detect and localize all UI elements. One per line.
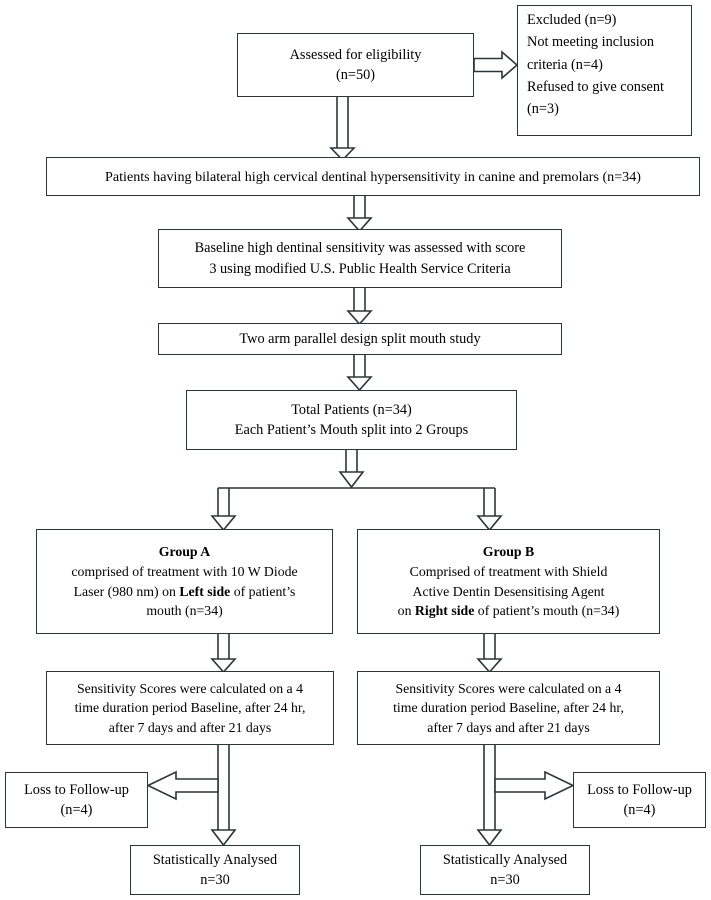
arrow-scores-b-to-analysed-b — [476, 745, 503, 847]
arrow-design-to-total — [346, 355, 373, 392]
group-a-heading: Group A — [158, 544, 211, 560]
analysed-b-line-1: Statistically Analysed — [442, 851, 568, 868]
group-b-line-1: Comprised of treatment with Shield — [409, 563, 608, 579]
arrow-split-to-group-b — [476, 488, 503, 532]
analysed-b-line-2: n=30 — [490, 872, 520, 888]
excluded-line-4: Refused to give consent — [527, 78, 664, 95]
group-a-left-side-emphasis: Left side — [179, 583, 231, 599]
analysed-a-line-2: n=30 — [200, 872, 230, 888]
arrow-to-loss-a — [146, 770, 219, 801]
arrow-group-a-to-scores-a — [210, 634, 237, 674]
node-baseline-assessment[interactable]: Baseline high dentinal sensitivity was a… — [158, 229, 562, 288]
arrow-assessed-to-excluded — [473, 50, 519, 80]
group-a-line-1: comprised of treatment with 10 W Diode — [71, 563, 298, 579]
loss-b-line-1: Loss to Follow-up — [587, 781, 692, 798]
node-statistically-analysed-a[interactable]: Statistically Analysed n=30 — [130, 845, 300, 895]
excluded-line-3: criteria (n=4) — [527, 56, 603, 73]
arrow-split-to-group-a — [210, 488, 237, 532]
baseline-line-2: 3 using modified U.S. Public Health Serv… — [209, 260, 511, 277]
scores-b-line-1: Sensitivity Scores were calculated on a … — [395, 680, 622, 696]
node-eligible-patients[interactable]: Patients having bilateral high cervical … — [46, 157, 700, 196]
group-b-right-side-emphasis: Right side — [414, 603, 475, 619]
node-total-patients[interactable]: Total Patients (n=34) Each Patient’s Mou… — [186, 390, 517, 450]
arrow-baseline-to-design — [346, 288, 373, 326]
node-group-b[interactable]: Group B Comprised of treatment with Shie… — [357, 529, 660, 634]
scores-a-line-3: after 7 days and after 21 days — [108, 719, 272, 735]
loss-a-line-1: Loss to Follow-up — [24, 781, 129, 798]
total-patients-line-1: Total Patients (n=34) — [291, 401, 412, 418]
loss-b-line-2: (n=4) — [623, 802, 656, 818]
node-assessed-for-eligibility[interactable]: Assessed for eligibility (n=50) — [237, 33, 474, 97]
node-study-design[interactable]: Two arm parallel design split mouth stud… — [158, 323, 562, 355]
arrow-to-loss-b — [494, 770, 575, 801]
eligible-patients-line-1: Patients having bilateral high cervical … — [105, 168, 641, 185]
arrow-total-to-split — [338, 450, 365, 489]
arrow-group-b-to-scores-b — [476, 634, 503, 674]
node-excluded[interactable]: Excluded (n=9) Not meeting inclusion cri… — [517, 5, 692, 136]
assessed-line-1: Assessed for eligibility — [289, 46, 422, 63]
node-sensitivity-scores-a[interactable]: Sensitivity Scores were calculated on a … — [46, 671, 334, 745]
scores-a-line-1: Sensitivity Scores were calculated on a … — [76, 680, 304, 696]
design-line-1: Two arm parallel design split mouth stud… — [239, 330, 481, 347]
arrow-scores-a-to-analysed-a — [210, 745, 237, 847]
scores-a-line-2: time duration period Baseline, after 24 … — [74, 700, 306, 716]
assessed-line-2: (n=50) — [335, 67, 376, 83]
baseline-line-1: Baseline high dentinal sensitivity was a… — [194, 240, 526, 257]
node-statistically-analysed-b[interactable]: Statistically Analysed n=30 — [420, 845, 590, 895]
analysed-a-line-1: Statistically Analysed — [152, 851, 278, 868]
scores-b-line-3: after 7 days and after 21 days — [427, 719, 590, 735]
arrow-assessed-to-eligible — [329, 97, 356, 162]
excluded-line-1: Excluded (n=9) — [527, 12, 617, 28]
arrow-eligible-to-baseline — [346, 196, 373, 233]
group-a-line-2: Laser (980 nm) on Left side of patient’s — [73, 583, 296, 599]
node-group-a[interactable]: Group A comprised of treatment with 10 W… — [36, 529, 333, 634]
node-loss-to-followup-a[interactable]: Loss to Follow-up (n=4) — [5, 772, 148, 828]
loss-a-line-2: (n=4) — [60, 802, 93, 818]
group-b-line-3: on Right side of patient’s mouth (n=34) — [397, 603, 620, 619]
node-loss-to-followup-b[interactable]: Loss to Follow-up (n=4) — [573, 772, 706, 828]
group-b-line-2: Active Dentin Desensitising Agent — [412, 583, 605, 599]
group-b-heading: Group B — [482, 544, 535, 560]
total-patients-line-2: Each Patient’s Mouth split into 2 Groups — [234, 422, 469, 438]
group-a-line-3: mouth (n=34) — [146, 603, 223, 619]
excluded-line-5: (n=3) — [527, 101, 559, 118]
excluded-line-2: Not meeting inclusion — [527, 34, 655, 51]
scores-b-line-2: time duration period Baseline, after 24 … — [393, 700, 624, 716]
node-sensitivity-scores-b[interactable]: Sensitivity Scores were calculated on a … — [357, 671, 660, 745]
